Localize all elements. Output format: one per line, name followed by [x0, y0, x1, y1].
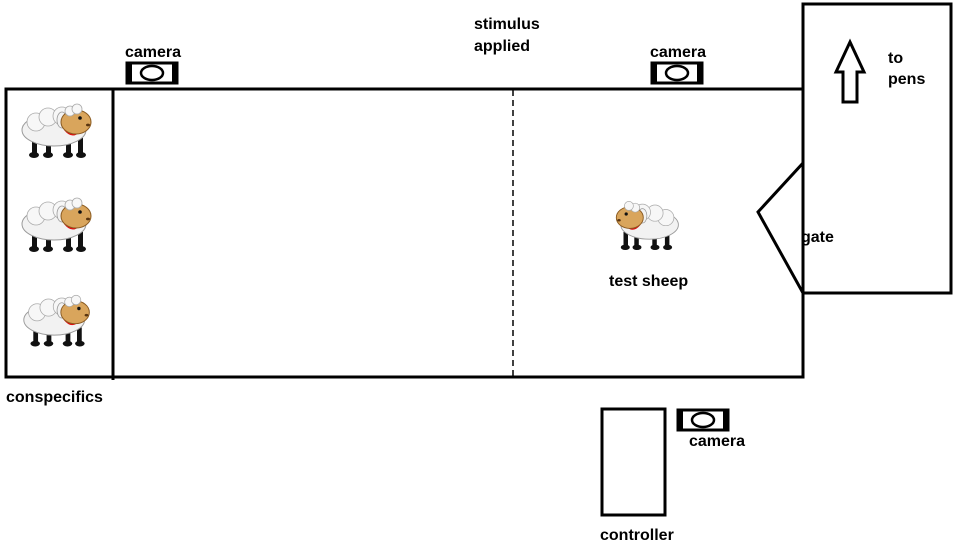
camera-label-left: camera [125, 44, 181, 61]
gate-label: gate [801, 229, 834, 246]
conspecifics-label: conspecifics [6, 389, 103, 406]
pens-box [801, 2, 953, 295]
camera-icon [676, 408, 730, 432]
applied-label-text: applied [474, 38, 530, 55]
arena-outline [4, 87, 805, 379]
camera-label-bottom: camera [689, 433, 745, 450]
camera-label-right: camera [650, 44, 706, 61]
to-label: to [888, 50, 903, 67]
test-sheep-label: test sheep [609, 273, 688, 290]
controller-label: controller [600, 527, 674, 544]
camera-icon [650, 61, 704, 85]
controller-box [600, 407, 667, 517]
sheep-icon [21, 197, 92, 253]
sheep-icon [21, 103, 92, 159]
pens-label: pens [888, 71, 925, 88]
sheep-icon [23, 294, 90, 347]
arrow-up-icon [833, 38, 867, 104]
camera-icon [125, 61, 179, 85]
stimulus-label: stimulus [474, 16, 540, 33]
sheep-icon [615, 200, 679, 251]
